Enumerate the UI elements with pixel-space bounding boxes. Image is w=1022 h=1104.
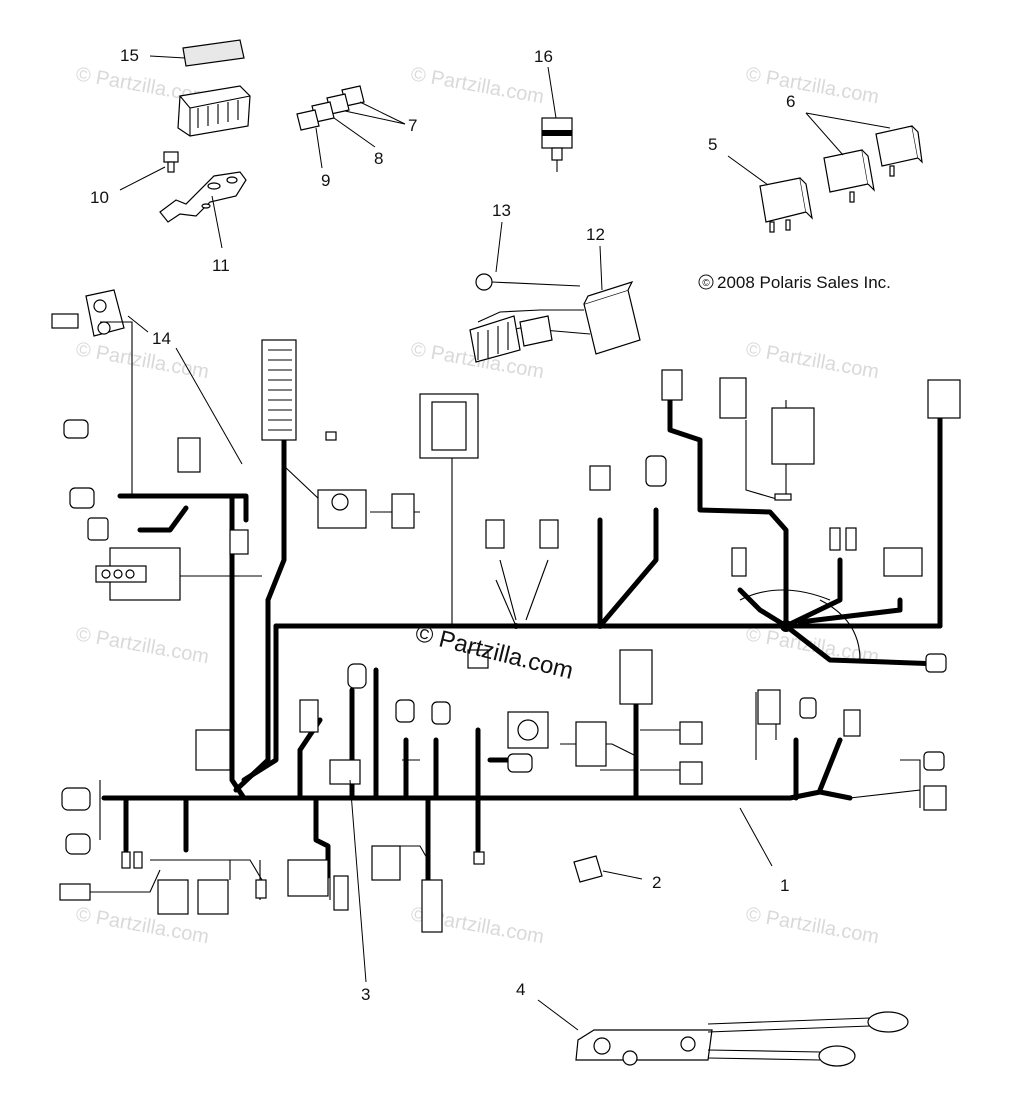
watermark: © Partzilla.com xyxy=(74,903,211,948)
watermark: © Partzilla.com xyxy=(744,63,881,108)
part-15-fuse-box xyxy=(149,39,251,137)
watermark: © Partzilla.com xyxy=(744,338,881,383)
watermark: © Partzilla.com xyxy=(74,623,211,668)
callout-16: 16 xyxy=(534,47,553,66)
callout-9: 9 xyxy=(321,171,330,190)
callout-11: 11 xyxy=(212,256,230,275)
callout-14: 14 xyxy=(152,329,171,348)
part-11-bracket xyxy=(159,171,247,249)
callout-2: 2 xyxy=(652,873,661,892)
callout-1: 1 xyxy=(780,876,789,895)
part-10-bolt xyxy=(119,151,179,191)
part-13-screw xyxy=(475,221,581,291)
callout-10: 10 xyxy=(90,188,109,207)
part-2-connector xyxy=(573,855,643,883)
part-7-8-9-fuses xyxy=(296,85,406,169)
callout-labels: 15 16 7 8 9 10 11 6 5 13 12 14 1 2 3 4 xyxy=(90,46,795,1004)
watermark: © Partzilla.com xyxy=(409,63,546,108)
callout-3: 3 xyxy=(361,985,370,1004)
callout-6: 6 xyxy=(786,92,795,111)
callout-5: 5 xyxy=(708,135,717,154)
part-1-main-harness xyxy=(90,321,943,900)
part-5-relay xyxy=(727,155,813,233)
copyright-notice: © 2008 Polaris Sales Inc. xyxy=(698,273,891,292)
part-12-module xyxy=(469,245,641,363)
harness-connectors xyxy=(51,313,961,933)
part-16-breaker xyxy=(541,66,573,172)
callout-12: 12 xyxy=(586,225,605,244)
callout-15: 15 xyxy=(120,46,139,65)
callout-8: 8 xyxy=(374,149,383,168)
copyright-symbol: © xyxy=(702,278,710,289)
callout-4: 4 xyxy=(516,980,525,999)
part-3-leader xyxy=(349,779,367,983)
part-6-relay xyxy=(805,112,923,203)
callout-13: 13 xyxy=(492,201,511,220)
watermark-center: © Partzilla.com xyxy=(413,620,576,685)
part-4-battery-cable xyxy=(537,999,909,1067)
part-14-relay xyxy=(85,289,243,465)
watermark: © Partzilla.com xyxy=(744,903,881,948)
copyright-text: 2008 Polaris Sales Inc. xyxy=(717,273,891,292)
callout-7: 7 xyxy=(408,116,417,135)
watermark: © Partzilla.com xyxy=(74,338,211,383)
